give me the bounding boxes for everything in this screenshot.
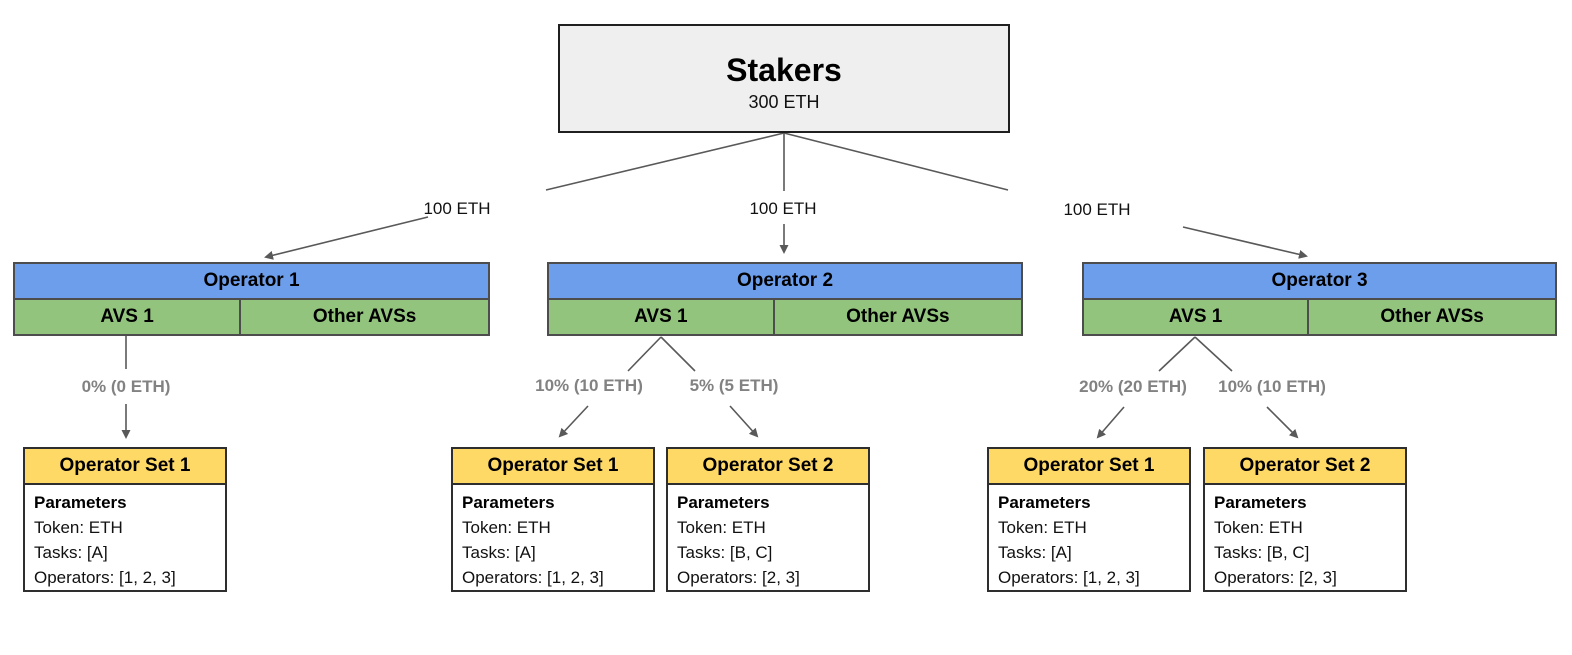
arrow-op3-set2 — [1266, 406, 1299, 439]
branch-op3-right — [1194, 336, 1233, 372]
operator2-table: Operator 2 AVS 1 Other AVSs — [547, 262, 1023, 336]
op1-set1-body: Parameters Token: ETH Tasks: [A] Operato… — [25, 485, 225, 590]
op1-operator-set-1: Operator Set 1 Parameters Token: ETH Tas… — [23, 447, 227, 592]
param-tasks: Tasks: [A] — [462, 543, 536, 562]
operator1-other-avss-cell: Other AVSs — [241, 300, 488, 334]
param-operators: Operators: [1, 2, 3] — [462, 568, 604, 587]
param-token: Token: ETH — [1214, 518, 1303, 537]
branch-op2-right — [660, 336, 696, 372]
branch-op2-left — [627, 336, 662, 372]
stakers-amount: 300 ETH — [748, 92, 820, 112]
operator3-header: Operator 3 — [1084, 264, 1555, 300]
op3-allocation-label-2: 10% (10 ETH) — [1218, 377, 1326, 396]
param-token: Token: ETH — [462, 518, 551, 537]
delegation-label-1: 100 ETH — [423, 199, 491, 218]
operator2-header: Operator 2 — [549, 264, 1021, 300]
operator2-avs-row: AVS 1 Other AVSs — [549, 300, 1021, 334]
operator3-avs1-cell: AVS 1 — [1084, 300, 1310, 334]
branch-op3-left — [1158, 336, 1196, 372]
op1-set1-title: Operator Set 1 — [25, 449, 225, 485]
op3-operator-set-2: Operator Set 2 Parameters Token: ETH Tas… — [1203, 447, 1407, 592]
op3-set1-body: Parameters Token: ETH Tasks: [A] Operato… — [989, 485, 1189, 590]
op2-set1-body: Parameters Token: ETH Tasks: [A] Operato… — [453, 485, 653, 590]
edge-stakers-left — [545, 132, 785, 191]
operator1-avs1-cell: AVS 1 — [15, 300, 242, 334]
operator3-avs-row: AVS 1 Other AVSs — [1084, 300, 1555, 334]
op3-operator-set-1: Operator Set 1 Parameters Token: ETH Tas… — [987, 447, 1191, 592]
operator1-header: Operator 1 — [15, 264, 488, 300]
arrow-op2-set1 — [558, 405, 589, 438]
operator1-avs-row: AVS 1 Other AVSs — [15, 300, 488, 334]
arrow-to-operator3 — [1182, 226, 1308, 259]
params-heading: Parameters — [462, 493, 555, 512]
params-heading: Parameters — [677, 493, 770, 512]
op2-operator-set-1: Operator Set 1 Parameters Token: ETH Tas… — [451, 447, 655, 592]
op2-allocation-label-2: 5% (5 ETH) — [689, 376, 779, 395]
op2-set2-body: Parameters Token: ETH Tasks: [B, C] Oper… — [668, 485, 868, 590]
operator3-table: Operator 3 AVS 1 Other AVSs — [1082, 262, 1557, 336]
op3-set2-title: Operator Set 2 — [1205, 449, 1405, 485]
op2-set2-title: Operator Set 2 — [668, 449, 868, 485]
params-heading: Parameters — [998, 493, 1091, 512]
stakers-title: Stakers — [726, 52, 842, 88]
arrow-op3-set1 — [1096, 406, 1125, 439]
op2-set1-title: Operator Set 1 — [453, 449, 653, 485]
edge-stakers-right — [783, 132, 1009, 191]
params-heading: Parameters — [34, 493, 127, 512]
param-operators: Operators: [1, 2, 3] — [998, 568, 1140, 587]
param-operators: Operators: [2, 3] — [677, 568, 800, 587]
params-heading: Parameters — [1214, 493, 1307, 512]
param-operators: Operators: [1, 2, 3] — [34, 568, 176, 587]
operator3-other-avss-cell: Other AVSs — [1309, 300, 1555, 334]
operator2-avs1-cell: AVS 1 — [549, 300, 775, 334]
operator2-other-avss-cell: Other AVSs — [774, 300, 1021, 334]
param-tasks: Tasks: [A] — [34, 543, 108, 562]
delegation-label-2: 100 ETH — [749, 199, 817, 218]
op2-allocation-label-1: 10% (10 ETH) — [535, 376, 643, 395]
op3-set2-body: Parameters Token: ETH Tasks: [B, C] Oper… — [1205, 485, 1405, 590]
param-tasks: Tasks: [A] — [998, 543, 1072, 562]
op3-set1-title: Operator Set 1 — [989, 449, 1189, 485]
arrow-to-operator1 — [264, 216, 429, 260]
op2-operator-set-2: Operator Set 2 Parameters Token: ETH Tas… — [666, 447, 870, 592]
delegation-label-3: 100 ETH — [1063, 200, 1131, 219]
param-token: Token: ETH — [998, 518, 1087, 537]
param-operators: Operators: [2, 3] — [1214, 568, 1337, 587]
param-token: Token: ETH — [34, 518, 123, 537]
arrow-op2-set2 — [729, 405, 759, 438]
operator1-table: Operator 1 AVS 1 Other AVSs — [13, 262, 490, 336]
param-tasks: Tasks: [B, C] — [1214, 543, 1310, 562]
op3-allocation-label-1: 20% (20 ETH) — [1079, 377, 1187, 396]
stakers-box: Stakers 300 ETH — [558, 24, 1010, 133]
op1-allocation-label: 0% (0 ETH) — [81, 377, 171, 396]
param-token: Token: ETH — [677, 518, 766, 537]
param-tasks: Tasks: [B, C] — [677, 543, 773, 562]
